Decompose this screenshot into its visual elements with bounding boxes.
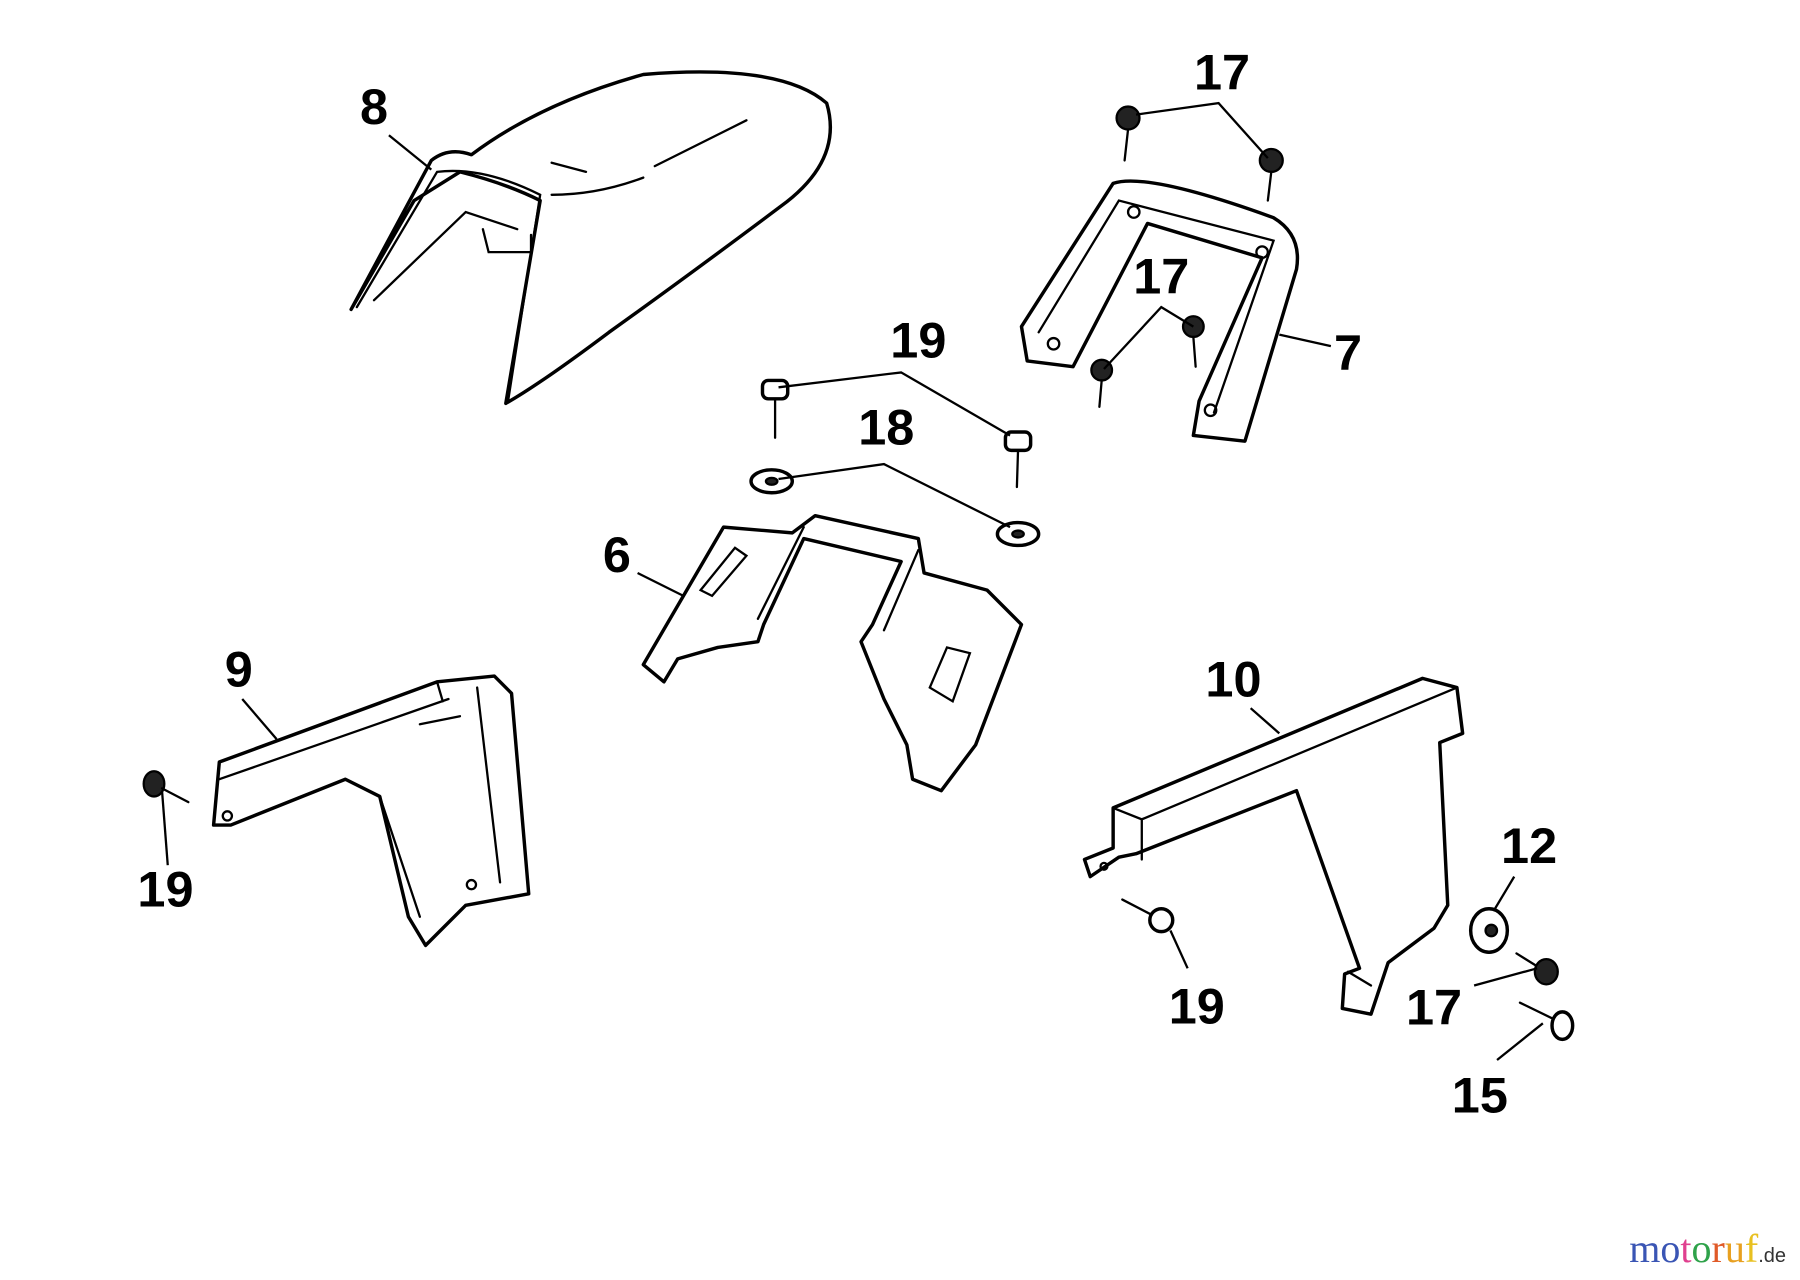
- watermark-letter: f: [1744, 1226, 1759, 1271]
- watermark-letter: o: [1691, 1226, 1712, 1271]
- part-8-seat: [349, 70, 832, 406]
- washer-12: [1468, 907, 1510, 954]
- washer-18b: [995, 520, 1041, 548]
- callout-6: 6: [603, 526, 631, 583]
- callout-labels: 8 17 17 7 19 18 6 9 19 10 12 19 17 15: [137, 43, 1557, 1123]
- hardware: [142, 105, 1575, 1042]
- washer-18a: [749, 468, 795, 495]
- callout-17: 17: [1133, 247, 1189, 304]
- watermark-letter: m: [1629, 1226, 1661, 1271]
- part-9-panel: [211, 674, 531, 948]
- bolt-15: [1518, 1001, 1575, 1042]
- bolt-19a: [760, 378, 790, 439]
- bolt-19b: [1003, 430, 1033, 489]
- callout-7: 7: [1334, 324, 1362, 381]
- bolt-19c: [142, 770, 190, 804]
- watermark-letter: r: [1711, 1226, 1725, 1271]
- part-10-panel: [1082, 676, 1465, 1016]
- motoruf-watermark: motoruf.de: [1629, 1226, 1786, 1271]
- screw-17d: [1090, 358, 1114, 408]
- callout-19: 19: [137, 860, 193, 917]
- part-7-bracket: [1019, 179, 1300, 443]
- bolt-19d: [1121, 898, 1175, 934]
- watermark-letter: t: [1680, 1226, 1692, 1271]
- callout-19: 19: [1169, 977, 1225, 1034]
- callout-12: 12: [1501, 817, 1557, 874]
- callout-8: 8: [360, 78, 388, 135]
- part-6-cover: [641, 513, 1024, 793]
- watermark-letter: o: [1660, 1226, 1681, 1271]
- callout-18: 18: [858, 399, 914, 456]
- callout-17: 17: [1406, 978, 1462, 1035]
- nut-17e: [1515, 952, 1559, 986]
- callout-9: 9: [225, 640, 253, 697]
- screw-17a: [1115, 105, 1141, 162]
- leader-lines: [160, 101, 1544, 1061]
- callout-19: 19: [890, 312, 946, 369]
- callout-17: 17: [1194, 43, 1250, 100]
- watermark-letter: u: [1724, 1226, 1745, 1271]
- screw-17c: [1181, 315, 1205, 368]
- callout-15: 15: [1452, 1067, 1508, 1124]
- screw-17b: [1258, 147, 1284, 202]
- callout-10: 10: [1205, 651, 1261, 708]
